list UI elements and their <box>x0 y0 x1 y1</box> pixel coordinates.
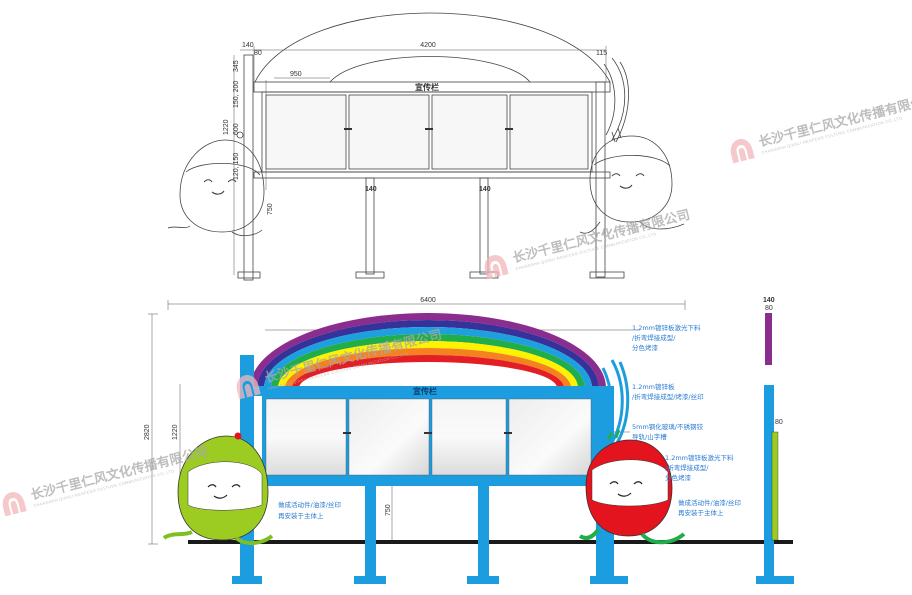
top-mid-foot-2 <box>469 271 499 279</box>
top-pane-2 <box>348 94 430 170</box>
right-post-foot <box>590 576 628 584</box>
rainbow-band-6 <box>285 348 571 388</box>
bottom-handles <box>343 432 512 434</box>
top-pane-4 <box>509 94 589 170</box>
top-dim-600: 600 <box>233 123 240 135</box>
top-sign-text: 宣传栏 <box>415 82 439 92</box>
top-dim-140-leg-right: 140 <box>479 186 491 193</box>
svg-text:分色烤漆: 分色烤漆 <box>665 473 692 482</box>
annotation-arch: 1.2mm镀锌板激光下料 /折弯焊接成型/ 分色烤漆 <box>632 323 701 352</box>
top-dimension-lines <box>233 46 607 275</box>
glass-pane-1 <box>265 398 347 476</box>
svg-text:再安装于主体上: 再安装于主体上 <box>678 508 724 517</box>
rainbow-band-7 <box>292 355 564 388</box>
svg-text:1.2mm镀锌板激光下料: 1.2mm镀锌板激光下料 <box>632 323 701 332</box>
top-dim-115: 115 <box>596 50 607 57</box>
svg-text:做成活动件/油漆/丝印: 做成活动件/油漆/丝印 <box>278 500 341 509</box>
top-mid-leg-2 <box>479 177 489 275</box>
top-bottom-rail <box>253 171 611 179</box>
annotation-left-mascot: 做成活动件/油漆/丝印 再安装于主体上 <box>278 500 341 520</box>
left-green-mascot <box>162 432 274 545</box>
side-foot <box>756 576 794 584</box>
bottom-dim-1220: 1220 <box>172 424 179 440</box>
mid-leg-2 <box>478 486 489 578</box>
svg-text:1.2mm镀锌板激光下料: 1.2mm镀锌板激光下料 <box>665 453 734 462</box>
top-elevation-view <box>167 12 685 281</box>
bottom-rail <box>254 476 602 486</box>
top-left-mascot <box>167 131 265 236</box>
top-right-mascot <box>579 127 685 234</box>
bottom-dim-750: 750 <box>385 504 392 516</box>
svg-text:导轨/山字槽: 导轨/山字槽 <box>632 432 667 441</box>
bottom-dim-2820: 2820 <box>144 424 151 440</box>
top-handles <box>344 128 513 130</box>
header-rail <box>254 386 596 396</box>
top-dim-140-leg-left: 140 <box>365 186 377 193</box>
glass-pane-2 <box>348 398 430 476</box>
right-red-mascot <box>578 429 686 545</box>
top-dim-1220: 1220 <box>223 119 230 135</box>
top-left-post <box>243 54 254 281</box>
svg-text:/折弯焊接成型/: /折弯焊接成型/ <box>632 333 676 342</box>
annotation-right-mascot: 做成活动件/油漆/丝印 再安装于主体上 <box>678 498 741 517</box>
top-dim-80: 80 <box>254 50 262 57</box>
svg-text:长沙千里仁风文化传播有限公司: 长沙千里仁风文化传播有限公司 <box>511 207 691 267</box>
top-tail-b <box>611 57 626 141</box>
svg-text:分色烤漆: 分色烤漆 <box>632 343 659 352</box>
annotation-frame: 1.2mm镀锌板 /折弯焊接成型/烤漆/丝印 <box>632 382 704 401</box>
annotation-right-mascot-body: 1.2mm镀锌板激光下料 /折弯焊接成型/ 分色烤漆 <box>665 453 734 482</box>
side-mascot-edge <box>771 431 779 541</box>
ground-line <box>188 540 793 544</box>
top-dim-345: 345 <box>233 60 240 72</box>
side-post <box>764 385 774 583</box>
top-pane-3 <box>431 94 508 170</box>
svg-text:做成活动件/油漆/丝印: 做成活动件/油漆/丝印 <box>678 498 741 507</box>
top-outer-arch <box>254 12 611 83</box>
side-view <box>756 313 794 584</box>
bottom-sign-text: 宣传栏 <box>413 386 437 396</box>
top-dim-150-200: 150, 200 <box>233 81 240 108</box>
bottom-elevation-view: 宣传栏 <box>148 300 794 584</box>
svg-text:1.2mm镀锌板: 1.2mm镀锌板 <box>632 382 675 391</box>
top-dim-120-150: 120, 150 <box>233 153 240 180</box>
watermark-1: 长沙千里仁风文化传播有限公司 CHANGSHA QIANLI RENFENG C… <box>728 91 912 164</box>
svg-text:/折弯焊接成型/: /折弯焊接成型/ <box>665 463 709 472</box>
svg-text:/折弯焊接成型/烤漆/丝印: /折弯焊接成型/烤漆/丝印 <box>632 392 704 401</box>
mid-leg-1 <box>365 486 376 578</box>
side-dim-80: 80 <box>765 305 773 312</box>
top-mid-leg-1 <box>365 177 375 275</box>
top-right-post <box>595 81 606 278</box>
rainbow-band-4 <box>271 334 585 388</box>
svg-text:再安装于主体上: 再安装于主体上 <box>278 511 324 520</box>
top-dim-4200: 4200 <box>420 42 436 49</box>
mid-leg-1-foot <box>354 576 386 584</box>
side-dim-140: 140 <box>763 297 775 304</box>
left-post-foot <box>232 576 262 584</box>
side-top-arch <box>765 313 772 365</box>
top-dim-750: 750 <box>267 203 274 215</box>
right-tail-curves <box>601 359 630 449</box>
top-dim-140: 140 <box>242 42 254 49</box>
bottom-dim-6400: 6400 <box>420 297 436 304</box>
top-dim-950: 950 <box>290 71 302 78</box>
mid-leg-2-foot <box>467 576 499 584</box>
watermark-2: 长沙千里仁风文化传播有限公司 CHANGSHA QIANLI RENFENG C… <box>482 207 692 280</box>
rainbow-arch <box>250 313 606 388</box>
top-tail-c <box>615 61 629 143</box>
annotation-glass: 5mm钢化玻璃/不锈钢铰 导轨/山字槽 <box>632 422 703 441</box>
top-pane-1 <box>265 94 347 170</box>
top-inner-arch <box>329 56 531 83</box>
rainbow-band-5 <box>278 341 578 388</box>
top-mid-foot-1 <box>355 271 385 279</box>
top-tail-a <box>603 63 616 136</box>
glass-pane-3 <box>431 398 507 476</box>
top-right-foot <box>589 271 625 279</box>
side-dim-80b: 80 <box>775 419 783 426</box>
svg-text:5mm钢化玻璃/不锈钢铰: 5mm钢化玻璃/不锈钢铰 <box>632 422 703 431</box>
glass-pane-4 <box>508 398 592 476</box>
top-left-foot <box>237 271 261 279</box>
